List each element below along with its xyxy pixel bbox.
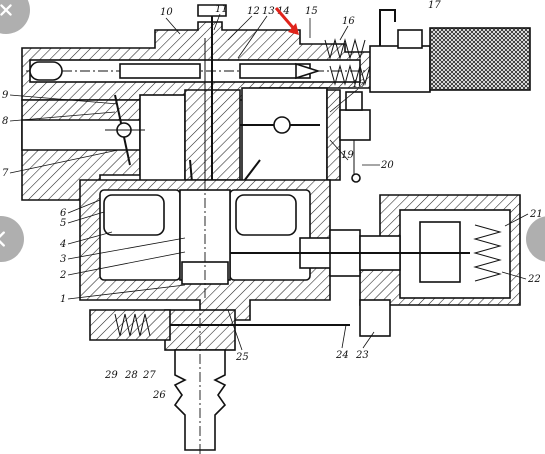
callout-14: 14 xyxy=(277,6,290,17)
callout-27: 27 xyxy=(142,370,156,381)
knurled-knob xyxy=(369,9,531,93)
main-case xyxy=(21,87,341,201)
pump-housing xyxy=(230,194,521,337)
callout-13: 13 xyxy=(262,6,275,17)
next-image-button[interactable] xyxy=(526,216,545,262)
callout-24: 24 xyxy=(335,350,349,361)
callout-1: 1 xyxy=(60,294,66,305)
chevron-right-icon xyxy=(538,228,545,250)
callout-15: 15 xyxy=(305,6,318,17)
upper-body xyxy=(21,21,381,101)
close-icon xyxy=(0,4,12,16)
throttle-plate xyxy=(105,94,145,166)
callout-23: 23 xyxy=(355,350,369,361)
needle-valve xyxy=(89,309,350,341)
leader-lines xyxy=(9,13,529,351)
callout-16-top: 16 xyxy=(342,16,355,27)
callout-26: 26 xyxy=(152,390,166,401)
callout-3: 3 xyxy=(60,254,66,265)
callout-20: 20 xyxy=(380,160,394,171)
idle-screw xyxy=(240,91,371,183)
callout-2: 2 xyxy=(59,270,66,281)
callout-25: 25 xyxy=(235,352,249,363)
callout-12: 12 xyxy=(247,6,260,17)
callout-19: 19 xyxy=(341,150,354,161)
callout-16-mid: 16 xyxy=(352,79,365,90)
spring-16 xyxy=(324,38,371,86)
callout-4: 4 xyxy=(59,239,66,250)
callout-6: 6 xyxy=(60,208,67,219)
callout-29: 29 xyxy=(104,370,118,381)
float-chamber xyxy=(79,179,331,321)
highlight-arrow xyxy=(274,7,299,35)
callout-5: 5 xyxy=(60,218,66,229)
callout-10: 10 xyxy=(160,7,173,18)
callout-8: 8 xyxy=(2,116,8,127)
hose-nipple xyxy=(164,300,236,454)
callout-labels: 10 11 12 13 14 15 16 17 16 19 20 21 22 2… xyxy=(2,0,543,401)
callout-7: 7 xyxy=(2,168,9,179)
callout-28: 28 xyxy=(124,370,138,381)
callout-21: 21 xyxy=(529,209,543,220)
callout-17: 17 xyxy=(428,0,441,11)
chevron-left-icon xyxy=(0,231,5,247)
callout-22: 22 xyxy=(527,274,541,285)
callout-11: 11 xyxy=(215,4,228,15)
callout-9: 9 xyxy=(2,90,9,101)
